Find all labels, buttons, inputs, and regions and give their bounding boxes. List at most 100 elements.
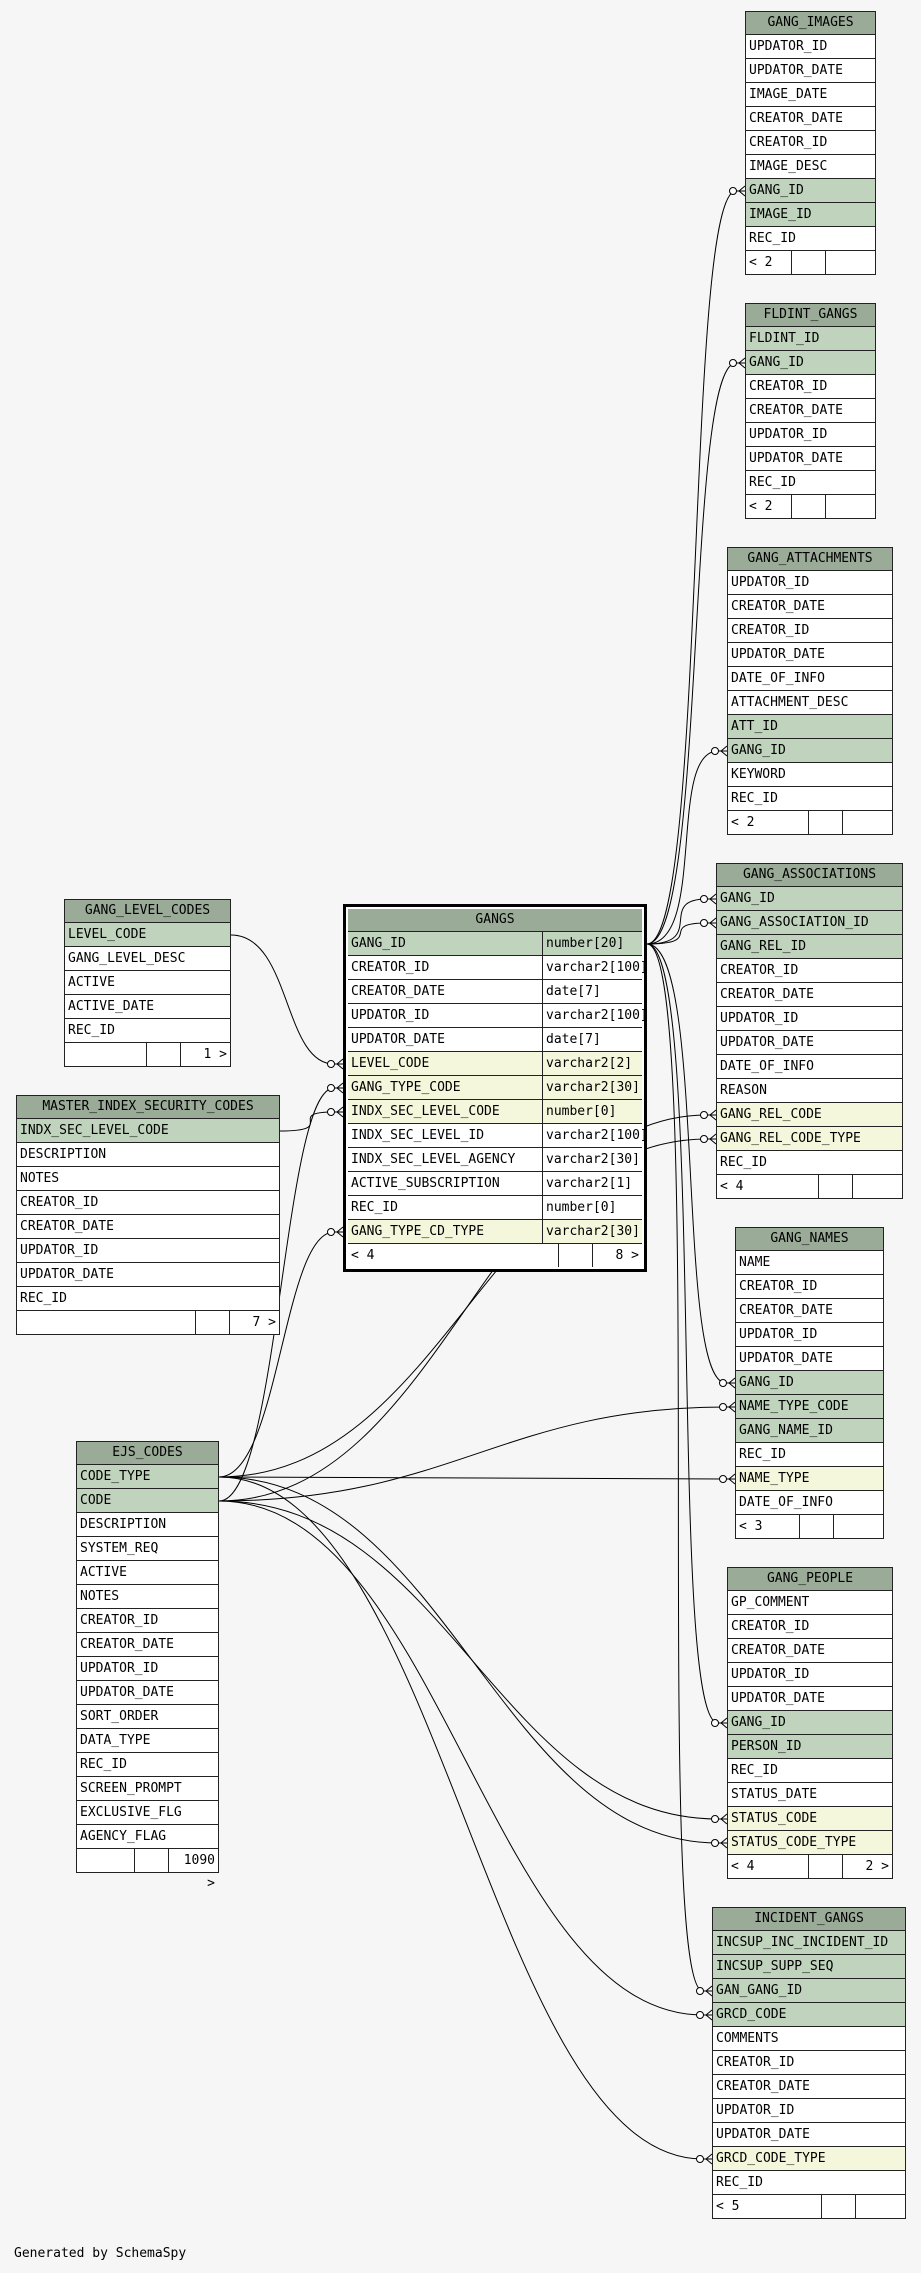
column-row[interactable]: DESCRIPTION [17, 1143, 279, 1167]
children-count[interactable] [825, 495, 875, 518]
column-row[interactable]: FLDINT_ID [746, 327, 875, 351]
column-row[interactable]: CREATOR_ID [17, 1191, 279, 1215]
column-row[interactable]: STATUS_DATE [728, 1783, 892, 1807]
column-row[interactable]: REC_ID [717, 1151, 902, 1175]
column-row[interactable]: GRCD_CODE_TYPE [713, 2147, 905, 2171]
parents-count[interactable]: < 4 [731, 1859, 755, 1874]
children-count[interactable] [855, 2195, 905, 2218]
column-row[interactable]: UPDATOR_ID [736, 1323, 883, 1347]
column-row[interactable]: NAME [736, 1251, 883, 1275]
column-row[interactable]: REC_ID [728, 787, 892, 811]
parents-count[interactable]: < 4 [720, 1179, 744, 1194]
column-row[interactable]: REC_ID [736, 1443, 883, 1467]
column-row[interactable]: DATE_OF_INFO [728, 667, 892, 691]
column-row[interactable]: REC_ID [713, 2171, 905, 2195]
column-row[interactable]: CREATOR_DATE [746, 399, 875, 423]
column-row[interactable]: REC_ID [728, 1759, 892, 1783]
column-row[interactable]: UPDATOR_ID [17, 1239, 279, 1263]
column-row[interactable]: UPDATOR_ID [713, 2099, 905, 2123]
column-row[interactable]: CREATOR_ID [746, 375, 875, 399]
column-row[interactable]: DATE_OF_INFO [736, 1491, 883, 1515]
column-row[interactable]: ACTIVE [77, 1561, 218, 1585]
children-count[interactable] [842, 811, 892, 834]
column-row[interactable]: CODE [77, 1489, 218, 1513]
column-row[interactable]: GANG_ID [746, 179, 875, 203]
column-row[interactable]: CODE_TYPE [77, 1465, 218, 1489]
parents-count[interactable]: < 4 [351, 1248, 375, 1263]
column-row[interactable]: REASON [717, 1079, 902, 1103]
column-row[interactable]: REC_ID [65, 1019, 230, 1043]
column-row[interactable]: CREATOR_ID [746, 131, 875, 155]
column-row[interactable]: CREATOR_DATE [717, 983, 902, 1007]
column-row[interactable]: STATUS_CODE [728, 1807, 892, 1831]
parents-count[interactable]: < 3 [739, 1519, 763, 1534]
column-row[interactable]: CREATOR_DATE [728, 595, 892, 619]
children-count[interactable] [825, 251, 875, 274]
column-row[interactable]: GANG_REL_CODE_TYPE [717, 1127, 902, 1151]
parents-count[interactable]: < 2 [749, 499, 773, 514]
column-row[interactable]: CREATOR_ID [77, 1609, 218, 1633]
column-row[interactable]: GANG_ID [728, 739, 892, 763]
column-row[interactable]: CREATOR_DATE [728, 1639, 892, 1663]
column-row[interactable]: UPDATOR_ID [746, 35, 875, 59]
children-count[interactable]: 2 > [842, 1855, 892, 1878]
column-row[interactable]: UPDATOR_DATE [713, 2123, 905, 2147]
column-row[interactable]: SORT_ORDER [77, 1705, 218, 1729]
column-row[interactable]: NOTES [77, 1585, 218, 1609]
column-row[interactable]: DATA_TYPE [77, 1729, 218, 1753]
column-row[interactable]: UPDATOR_ID [746, 423, 875, 447]
column-row[interactable]: IMAGE_ID [746, 203, 875, 227]
column-row[interactable]: AGENCY_FLAG [77, 1825, 218, 1849]
parents-count[interactable] [17, 1311, 195, 1334]
column-row[interactable]: ACTIVE_DATE [65, 995, 230, 1019]
column-row[interactable]: REC_ID [746, 227, 875, 251]
column-row[interactable]: GANG_ID [728, 1711, 892, 1735]
column-row[interactable]: INDX_SEC_LEVEL_CODE [17, 1119, 279, 1143]
column-row[interactable]: UPDATOR_DATE [728, 643, 892, 667]
column-row[interactable]: CREATOR_ID [717, 959, 902, 983]
column-row[interactable]: GP_COMMENT [728, 1591, 892, 1615]
column-row[interactable]: DATE_OF_INFO [717, 1055, 902, 1079]
column-row[interactable]: DESCRIPTION [77, 1513, 218, 1537]
column-row[interactable]: GRCD_CODE [713, 2003, 905, 2027]
column-row[interactable]: STATUS_CODE_TYPE [728, 1831, 892, 1855]
column-row[interactable]: UPDATOR_ID [77, 1657, 218, 1681]
children-count[interactable] [852, 1175, 902, 1198]
column-row[interactable]: GANG_REL_ID [717, 935, 902, 959]
column-row[interactable]: GANG_REL_CODE [717, 1103, 902, 1127]
parents-count[interactable] [65, 1043, 146, 1066]
children-count[interactable]: 1090 > [168, 1849, 218, 1891]
column-row[interactable]: CREATOR_ID [728, 1615, 892, 1639]
column-row[interactable]: GAN_GANG_ID [713, 1979, 905, 2003]
column-row[interactable]: KEYWORD [728, 763, 892, 787]
column-row[interactable]: CREATOR_DATE [17, 1215, 279, 1239]
children-count[interactable]: 1 > [180, 1043, 230, 1066]
column-row[interactable]: EXCLUSIVE_FLG [77, 1801, 218, 1825]
column-row[interactable]: CREATOR_ID [713, 2051, 905, 2075]
column-row[interactable]: LEVEL_CODE [65, 923, 230, 947]
column-row[interactable]: UPDATOR_DATE [77, 1681, 218, 1705]
column-row[interactable]: UPDATOR_DATE [728, 1687, 892, 1711]
column-row[interactable]: UPDATOR_ID [728, 571, 892, 595]
column-row[interactable]: GANG_ID [717, 887, 902, 911]
column-row[interactable]: ATTACHMENT_DESC [728, 691, 892, 715]
column-row[interactable]: REC_ID [746, 471, 875, 495]
column-row[interactable]: CREATOR_ID [736, 1275, 883, 1299]
